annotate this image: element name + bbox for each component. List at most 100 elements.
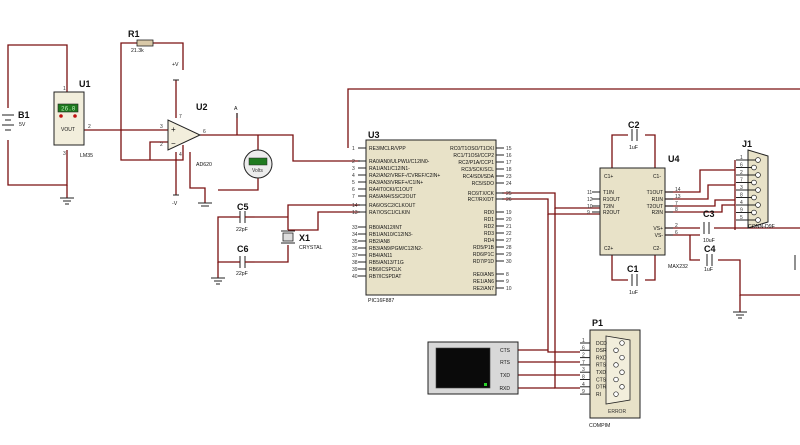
u3-pin-name: RD6/P1C [473,252,495,258]
p1-pin [613,362,619,368]
j1-pin-number: 1 [740,155,743,161]
u4-c2plus: C2+ [604,246,613,252]
p1-pin-number: 4 [582,382,585,388]
p1-pin-name: RXD [596,355,607,361]
u4-pin-name: T1IN [603,190,614,196]
u2-pin7: 7 [179,114,182,120]
p1-pin-name: CTS [596,377,607,383]
j1-pin-number: 8 [740,193,743,199]
u3-pin-name: RB4/AN11 [369,253,392,259]
u3-pin-name: RC3/SCK/SCL [461,167,494,173]
u3-pin-number: 25 [506,191,512,197]
j1-pin [751,194,757,201]
p1-pin-number: 3 [582,367,585,373]
u3-pin-name: RA4/T0CKI/C1OUT [369,187,413,193]
u3-pin-number: 28 [506,245,512,251]
p1-pin-number: 1 [582,338,585,344]
u3-pin-number: 22 [506,231,512,237]
u3-pin-name: RC0/T1OSO/T1CKI [450,146,494,152]
u4-pin-name: R2IN [652,210,664,216]
u3-pin-number: 15 [506,146,512,152]
u3-pin-name: RE2/AN7 [473,286,494,292]
u3-pin-number: 17 [506,160,512,166]
c3-ref: C3 [703,209,715,219]
terminal-pin-label: RXD [499,386,510,392]
u3-pin-number: 4 [352,173,355,179]
sensor-u1[interactable]: 26.0 VOUT U1 LM35 1 2 3 [53,79,93,205]
u4-pin-number: 2 [675,223,678,229]
p1-pin-number: 7 [582,360,585,366]
ground-crystal [211,277,225,285]
u3-pin-name: RA3/AN3/VREF+/C1IN+ [369,180,423,186]
u2-ref: U2 [196,102,208,112]
j1-pin [755,157,761,163]
capacitor-c2[interactable]: C2 1uF [628,120,640,151]
u4-pin-name: R1IN [652,197,664,203]
u3-pin-name: RA7/OSC1/CLKIN [369,210,410,216]
u3-pin-number: 35 [352,239,358,245]
u3-pin-number: 8 [506,272,509,278]
terminal-pin-label: RTS [500,360,511,366]
u4-pin-number: 6 [675,230,678,236]
u3-pin-number: 23 [506,174,512,180]
capacitor-c3[interactable]: C3 10uF [703,209,715,244]
u3-pin-name: RD7/P1D [473,259,495,265]
capacitor-c1[interactable]: C1 1uF [627,264,639,296]
terminal-pin-label: CTS [500,348,511,354]
u1-value: LM35 [80,153,93,159]
j1-pin-number: 7 [740,178,743,184]
u3-pin-number: 3 [352,166,355,172]
p1-pin [613,376,619,383]
u3-pin-number: 6 [352,187,355,193]
u4-pin-number: 12 [587,197,593,203]
u4-c1plus: C1+ [604,174,613,180]
c2-ref: C2 [628,120,640,130]
p1-pin [613,391,619,397]
battery-b1[interactable]: B1 5V [2,110,30,131]
u1-pin1: 1 [63,86,66,92]
u1-pin3: 3 [63,151,66,157]
u4-pin-number: 8 [675,207,678,213]
capacitor-c5[interactable]: C5 22pF [230,202,255,233]
u3-pin-number: 7 [352,194,355,200]
u3-pin-number: 33 [352,225,358,231]
u4-pin-number: 11 [587,190,592,196]
u3-pin-number: 16 [506,153,512,159]
u3-pin-name: RA2/AN2/VREF-/CVREF/C2IN+ [369,173,440,179]
j1-pin [755,187,761,193]
u3-pin-number: 40 [352,274,358,280]
u4-c1minus: C1- [653,174,661,180]
j1-pin-number: 6 [740,163,743,169]
u4-pin-name: R2OUT [603,210,620,216]
p1-pin [619,369,625,375]
voltmeter[interactable]: Volts [243,149,273,179]
crystal-x1[interactable]: X1 CRYSTAL [281,230,323,251]
j1-pin-number: 5 [740,215,743,221]
j1-pin [755,172,761,178]
c6-ref: C6 [237,244,249,254]
j1-pin-number: 3 [740,185,743,191]
resistor-r1[interactable]: R1 21.3k [128,29,154,54]
b1-ref: B1 [18,110,30,120]
probe-a-label: A [234,106,238,112]
u3-pin-name: RE1/AN6 [473,279,494,285]
capacitor-c6[interactable]: C6 22pF [230,244,255,277]
u3-pin-number: 34 [352,232,358,238]
wires [7,42,800,389]
capacitor-c4[interactable]: C4 1uF [704,244,716,273]
opamp-u2[interactable]: + − U2 AD620 3 2 6 7 4 +V -V [160,62,212,207]
p1-ref: P1 [592,318,603,328]
svg-text:−: − [171,139,176,148]
j1-pin-number: 4 [740,200,743,206]
u3-pin-name: RC2/P1A/CCP1 [458,160,494,166]
probe-a[interactable]: A [234,106,238,118]
u3-pin-name: RB1/AN10/C12IN3- [369,232,413,238]
u3-pin-number: 13 [352,210,358,216]
